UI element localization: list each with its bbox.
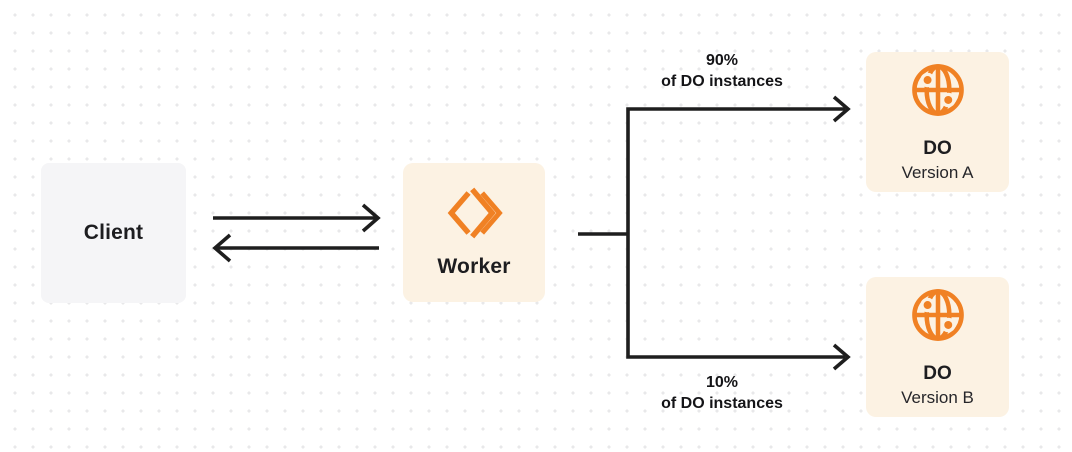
traffic-percent-b: 10% [705, 374, 739, 391]
arrowhead-to-do-a [832, 95, 851, 123]
do-version-a-node: DO Version A [866, 52, 1009, 192]
client-label: Client [83, 221, 144, 244]
arrowhead-to-do-b [832, 343, 851, 371]
traffic-percent-a: 90% [705, 52, 739, 69]
do-version-b-node: DO Version B [866, 277, 1009, 417]
arrow-client-to-worker [213, 203, 381, 233]
workers-logo-icon [447, 187, 503, 239]
client-node: Client [41, 163, 186, 303]
traffic-split-label-a: 90% of DO instances [637, 50, 807, 92]
worker-label: Worker [437, 255, 511, 278]
traffic-caption-a: of DO instances [661, 73, 783, 90]
do-a-version-label: Version A [901, 162, 974, 182]
durable-object-globe-icon [911, 289, 964, 341]
traffic-caption-b: of DO instances [661, 395, 783, 412]
arrow-worker-to-client [212, 233, 379, 263]
traffic-split-label-b: 10% of DO instances [637, 372, 807, 414]
do-b-version-label: Version B [901, 387, 974, 407]
durable-object-globe-icon [911, 64, 964, 116]
do-b-title: DO [923, 363, 952, 384]
worker-node: Worker [403, 163, 545, 302]
branch-connector [578, 95, 851, 371]
do-a-title: DO [923, 138, 952, 159]
